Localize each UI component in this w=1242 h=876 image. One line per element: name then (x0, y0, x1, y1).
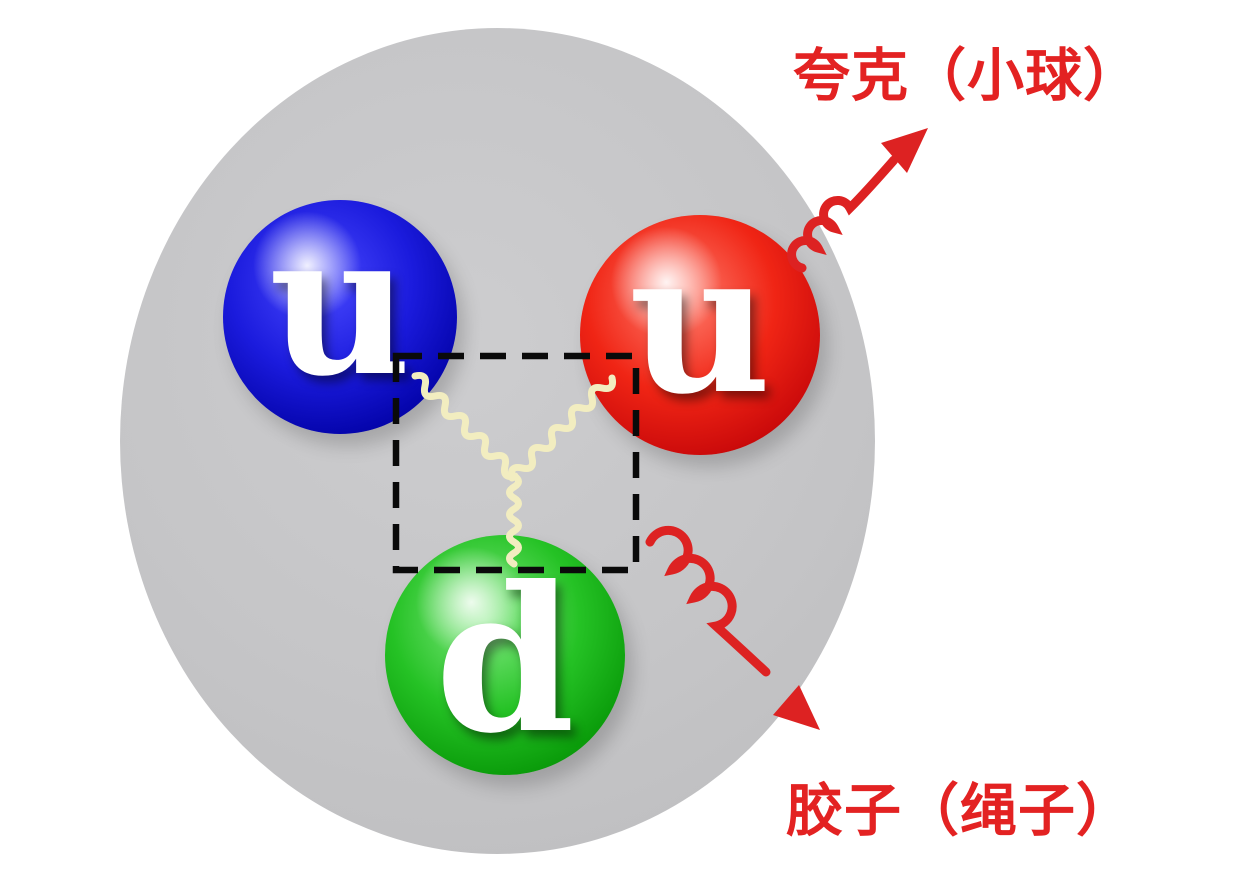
quark-pointer-arrowhead-icon (881, 128, 928, 173)
down-quark-green-sphere: d (385, 535, 625, 775)
gluon-wave-lines (411, 372, 616, 568)
gluon-wave-from-red (508, 374, 616, 482)
gluon-pointer-curl-arrow (645, 525, 820, 730)
quark-annotation-label: 夸克（小球） (793, 43, 1141, 109)
gluon-pointer-curl (645, 525, 771, 677)
up-quark-blue-label: u (268, 190, 412, 420)
gluon-wave-to-green (506, 472, 522, 568)
up-quark-red-sphere: u (580, 215, 820, 455)
gluon-pointer-arrowhead-icon (773, 685, 820, 730)
gluon-annotation-label: 胶子（绳子） (786, 778, 1134, 844)
down-quark-green-label: d (435, 543, 575, 778)
gluon-interaction-dashed-box (392, 352, 640, 574)
quark-pointer-curl-arrow (787, 128, 928, 273)
gluon-wave-from-blue (411, 372, 519, 480)
up-quark-blue-sphere: u (223, 200, 457, 434)
quark-pointer-curl (787, 155, 899, 273)
up-quark-red-label: u (628, 208, 772, 438)
